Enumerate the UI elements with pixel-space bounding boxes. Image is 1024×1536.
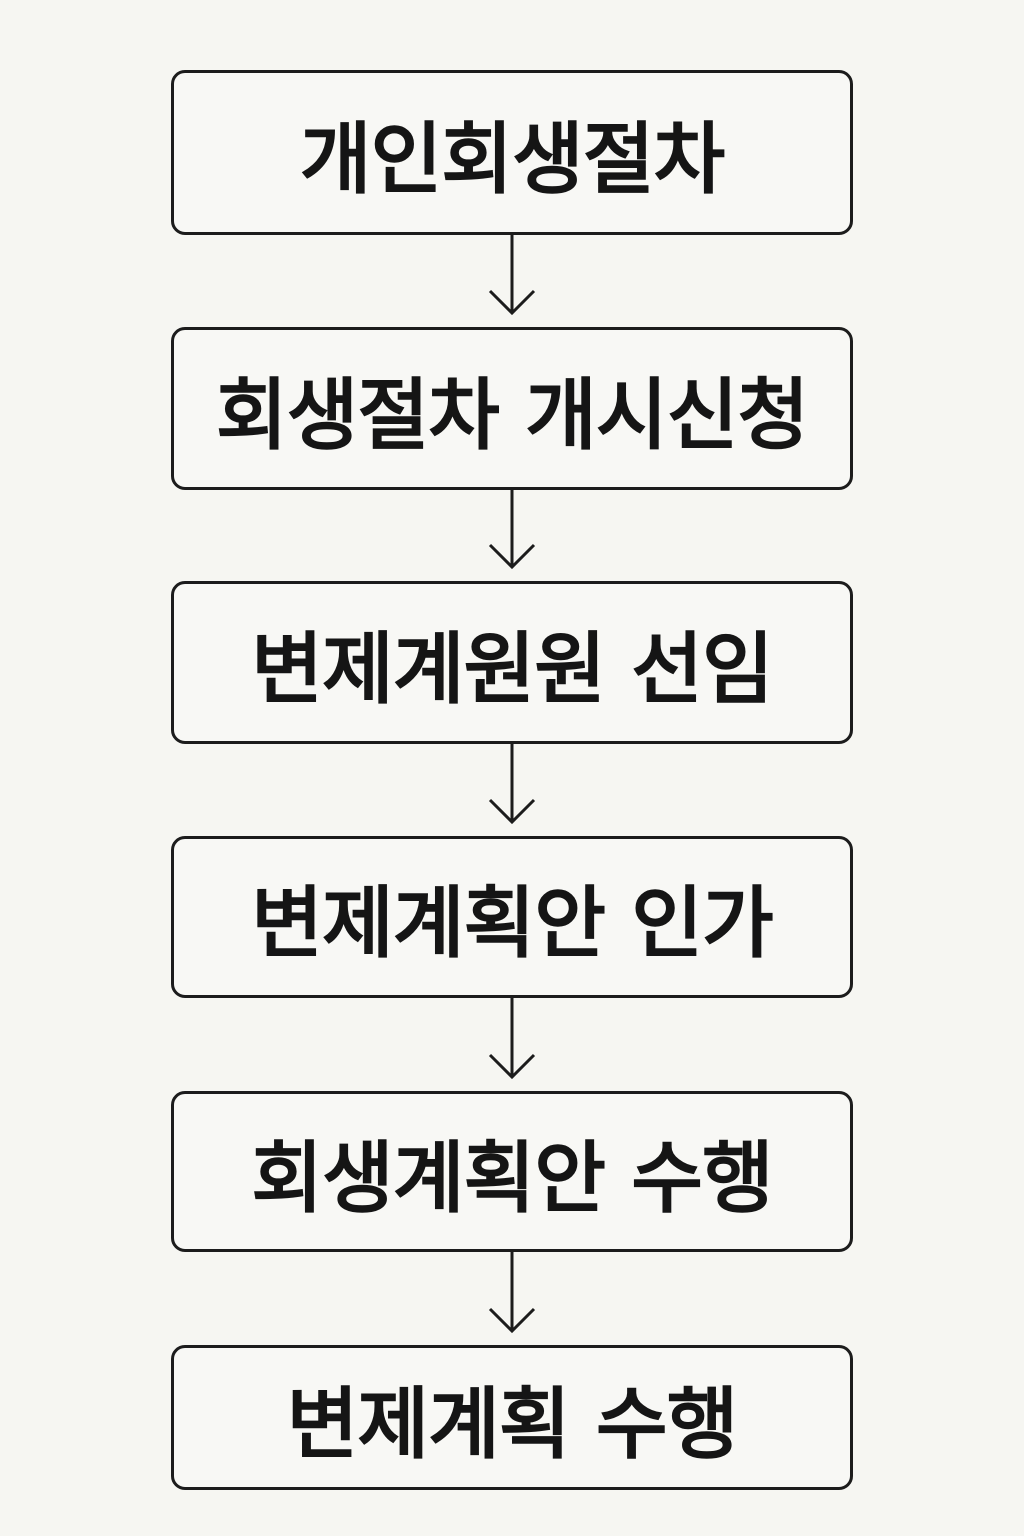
step-label: 회생절차 개시신청 (215, 370, 809, 461)
step-label: 회생계획안 수행 (251, 1133, 773, 1224)
down-arrow-icon (488, 744, 536, 825)
down-arrow-icon (488, 1252, 536, 1334)
step-label: 변제계원원 선임 (251, 624, 773, 715)
step-label: 변제계획 수행 (286, 1379, 739, 1470)
step-box-plan-approval: 변제계획안 인가 (171, 836, 853, 998)
step-label: 개인회생절차 (299, 114, 726, 205)
step-label: 변제계획안 인가 (251, 879, 773, 969)
step-box-repayment-plan-execution: 변제계획 수행 (171, 1345, 853, 1490)
down-arrow-icon (488, 998, 536, 1080)
step-box-personal-rehabilitation: 개인회생절차 (171, 70, 853, 235)
down-arrow-icon (488, 235, 536, 316)
step-box-commencement-application: 회생절차 개시신청 (171, 327, 853, 490)
step-box-rehabilitation-plan-execution: 회생계획안 수행 (171, 1091, 853, 1252)
down-arrow-icon (488, 490, 536, 570)
step-box-commissioner-appointment: 변제계원원 선임 (171, 581, 853, 744)
